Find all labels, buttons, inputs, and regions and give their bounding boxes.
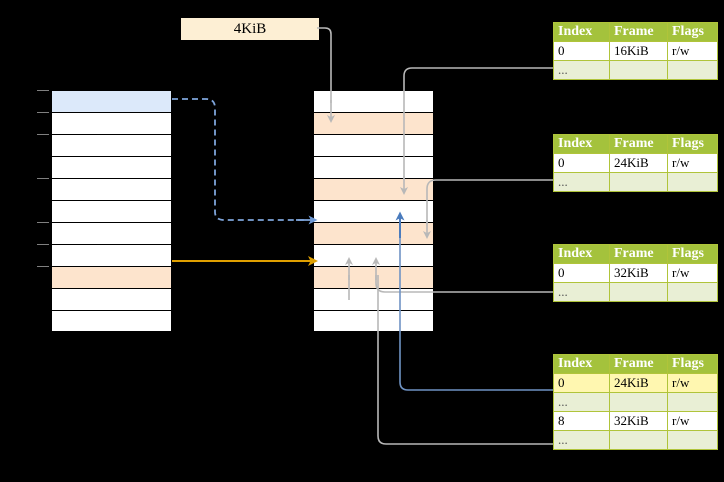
left-memory-stack-row-3 (51, 156, 172, 178)
left-memory-stack-row-5 (51, 200, 172, 222)
page-table-1-header-index: Index (553, 22, 610, 42)
page-table-1-cell-frame: 16KiB (609, 41, 668, 61)
middle-memory-stack-row-8 (313, 266, 434, 288)
middle-memory-stack (313, 90, 434, 332)
page-table-1-cell-flags: r/w (667, 41, 718, 61)
left-memory-stack-row-8 (51, 266, 172, 288)
connector-left-row0-to-middle-row6 (172, 98, 305, 221)
left-memory-stack-row-9 (51, 288, 172, 310)
left-tickmark-3 (37, 178, 49, 179)
page-table-4-cell-flags: r/w (667, 373, 718, 393)
page-table-1-cell-flags (667, 60, 718, 80)
page-table-3-header-flags: Flags (667, 244, 718, 264)
left-memory-stack-row-7 (51, 244, 172, 266)
page-table-3-cell-flags: r/w (667, 263, 718, 283)
page-table-1-cell-index: 0 (553, 41, 610, 61)
page-table-1-cell-index: ... (553, 60, 610, 80)
page-table-1-header-frame: Frame (609, 22, 668, 42)
page-table-4-cell-frame (609, 392, 668, 412)
page-table-4-cell-index: ... (553, 430, 610, 450)
page-table-4-cell-flags: r/w (667, 411, 718, 431)
page-table-2-row[interactable]: ... (553, 172, 718, 192)
page-table-2-header-flags: Flags (667, 134, 718, 154)
page-table-1-header-flags: Flags (667, 22, 718, 42)
left-memory-stack-row-4 (51, 178, 172, 200)
page-table-2-header-frame: Frame (609, 134, 668, 154)
left-memory-stack-row-6 (51, 222, 172, 244)
left-tickmark-1 (37, 112, 49, 113)
page-table-4-header-index: Index (553, 354, 610, 374)
left-memory-stack-row-0 (51, 90, 172, 112)
middle-memory-stack-row-5 (313, 200, 434, 222)
page-table-4-row[interactable]: ... (553, 430, 718, 450)
left-tickmark-2 (37, 134, 49, 135)
page-table-3-cell-frame (609, 282, 668, 302)
left-tickmark-4 (37, 222, 49, 223)
page-table-4-cell-frame: 32KiB (609, 411, 668, 431)
page-table-3-cell-index: 0 (553, 263, 610, 283)
middle-memory-stack-row-4 (313, 178, 434, 200)
middle-memory-stack-row-6 (313, 222, 434, 244)
page-table-4-cell-flags (667, 430, 718, 450)
page-table-1-row[interactable]: ... (553, 60, 718, 80)
left-tickmark-0 (37, 90, 49, 91)
page-table-2-header-index: Index (553, 134, 610, 154)
page-table-4-cell-index: 0 (553, 373, 610, 393)
left-memory-stack-row-2 (51, 134, 172, 156)
page-table-3-header-frame: Frame (609, 244, 668, 264)
page-table-4-header-flags: Flags (667, 354, 718, 374)
page-table-4-cell-index: ... (553, 392, 610, 412)
page-table-4-cell-flags (667, 392, 718, 412)
page-table-2-cell-index: ... (553, 172, 610, 192)
middle-memory-stack-row-3 (313, 156, 434, 178)
page-size-label: 4KiB (181, 18, 319, 40)
middle-memory-stack-row-10 (313, 310, 434, 332)
page-table-4-cell-frame (609, 430, 668, 450)
left-tickmark-6 (37, 266, 49, 267)
page-table-3-cell-index: ... (553, 282, 610, 302)
page-table-4-row[interactable]: ... (553, 392, 718, 412)
page-table-4-cell-index: 8 (553, 411, 610, 431)
page-table-3-cell-frame: 32KiB (609, 263, 668, 283)
middle-memory-stack-row-0 (313, 90, 434, 112)
page-table-2-cell-frame (609, 172, 668, 192)
page-table-2-cell-flags: r/w (667, 153, 718, 173)
page-table-3-row[interactable]: ... (553, 282, 718, 302)
middle-memory-stack-row-2 (313, 134, 434, 156)
page-table-3-cell-flags (667, 282, 718, 302)
left-tickmark-5 (37, 244, 49, 245)
page-table-1-cell-frame (609, 60, 668, 80)
connector-table2-to-middle (426, 179, 553, 224)
middle-memory-stack-row-9 (313, 288, 434, 310)
middle-memory-stack-row-7 (313, 244, 434, 266)
page-table-2-cell-frame: 24KiB (609, 153, 668, 173)
page-table-2-cell-flags (667, 172, 718, 192)
page-table-2-cell-index: 0 (553, 153, 610, 173)
left-memory-stack-row-10 (51, 310, 172, 332)
page-table-4-header-frame: Frame (609, 354, 668, 374)
page-table-4-cell-frame: 24KiB (609, 373, 668, 393)
left-memory-stack (51, 90, 172, 332)
left-memory-stack-row-1 (51, 112, 172, 134)
page-table-3-header-index: Index (553, 244, 610, 264)
middle-memory-stack-row-1 (313, 112, 434, 134)
